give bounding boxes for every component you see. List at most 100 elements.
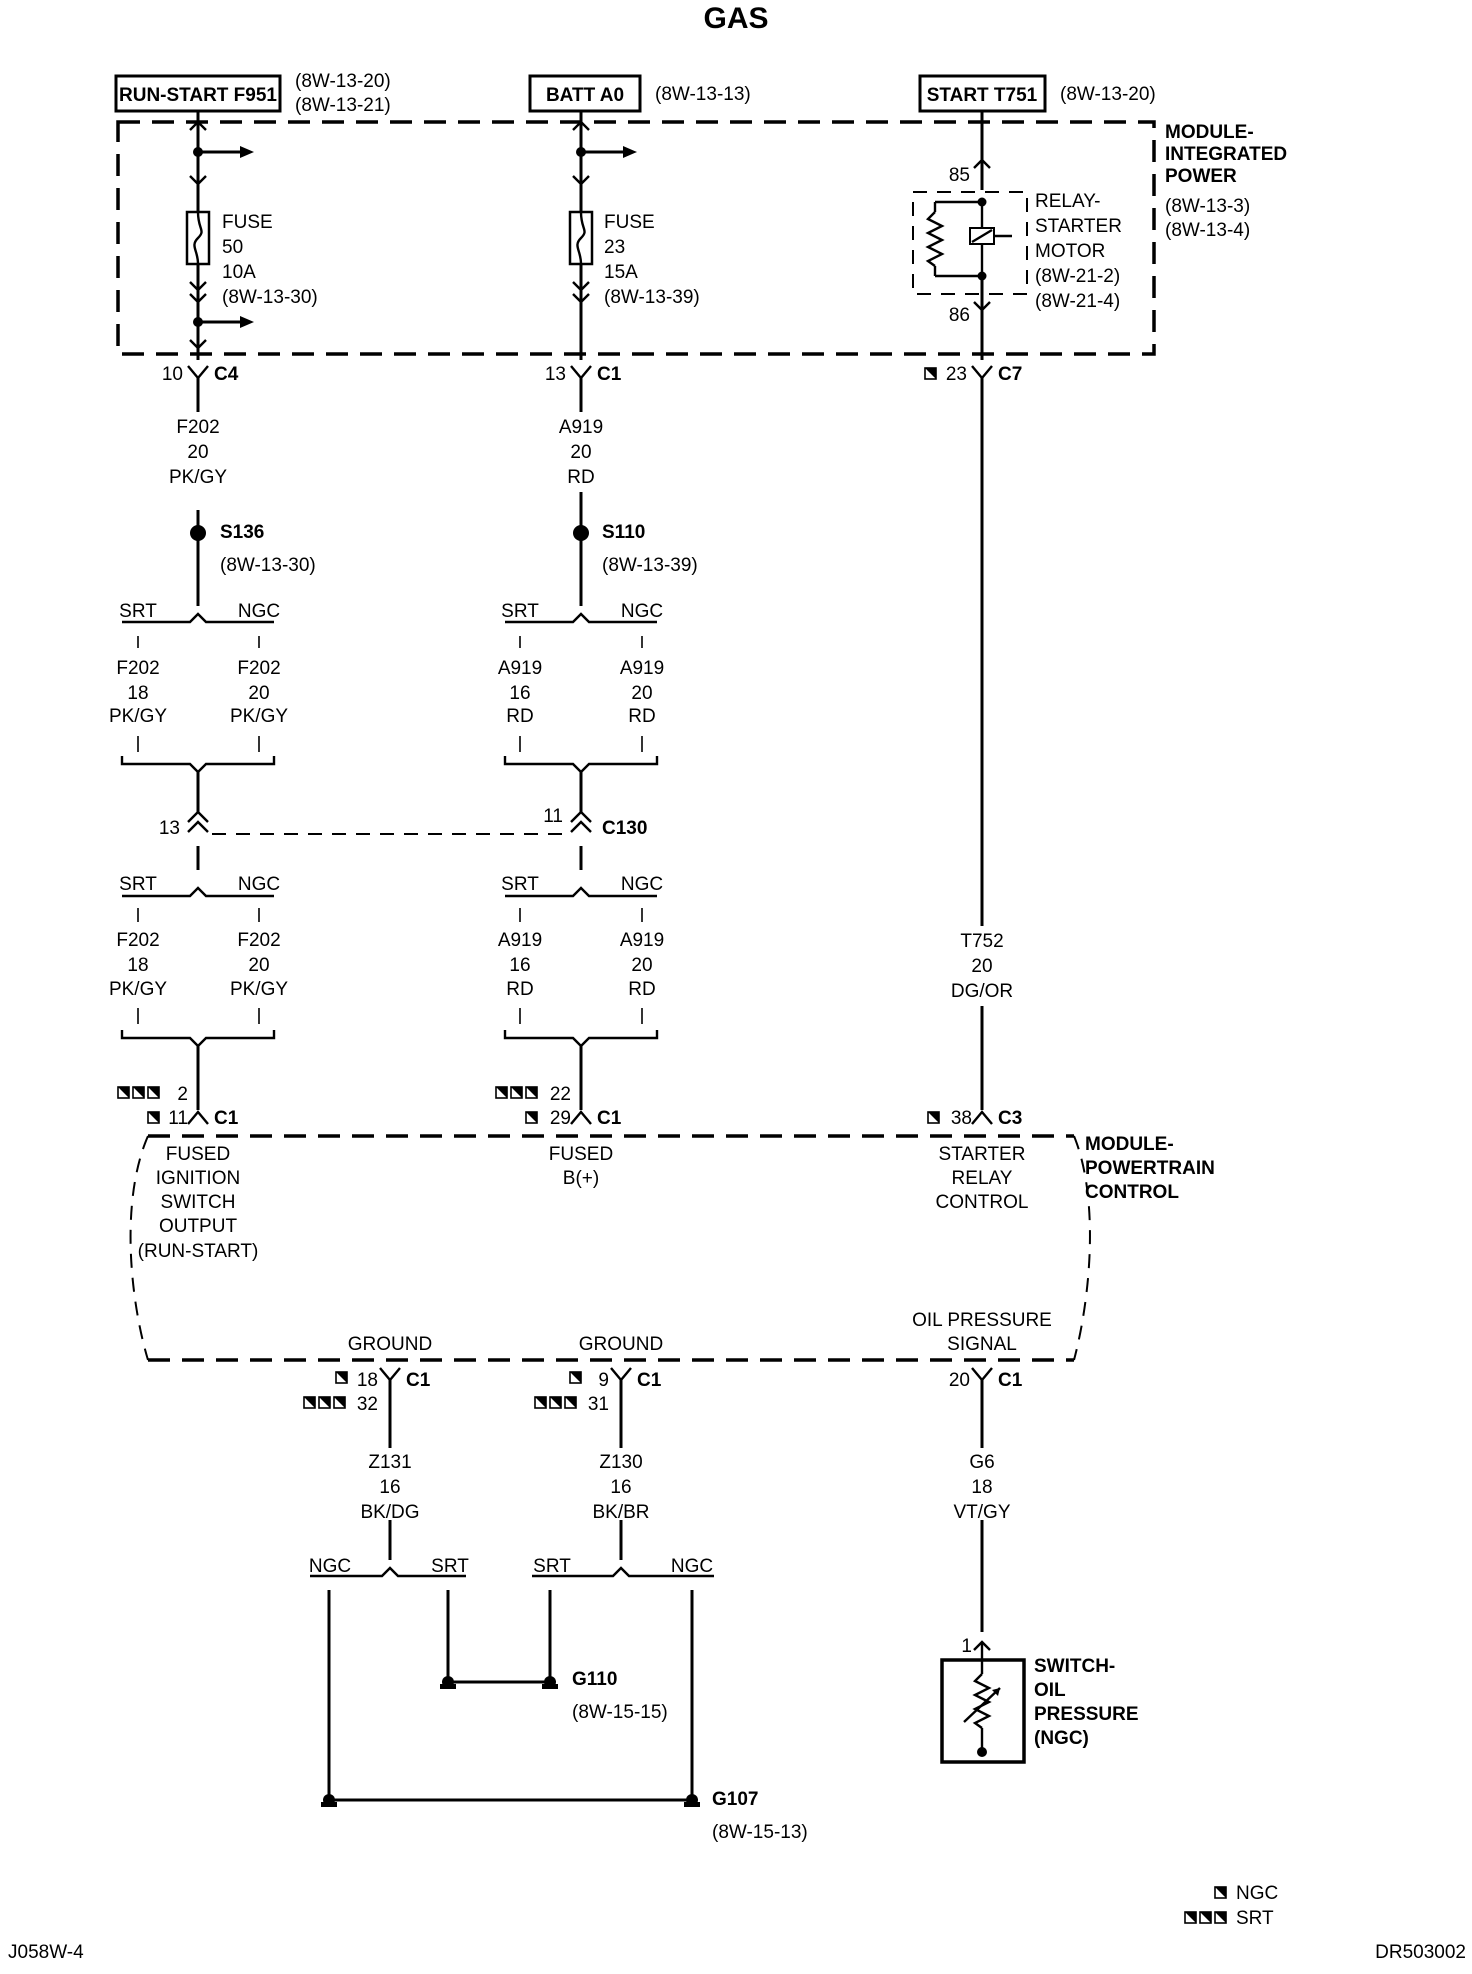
ground-g110: G110 (8W-15-15): [440, 1669, 668, 1723]
wire-label: 20: [187, 442, 208, 463]
svg-text:11: 11: [543, 806, 563, 827]
pcm-connector-1: 2 11 C1: [117, 1084, 239, 1129]
svg-text:10: 10: [162, 364, 183, 385]
svg-text:NGC: NGC: [621, 874, 663, 895]
svg-text:G6: G6: [969, 1452, 994, 1473]
pin-85: 85: [949, 165, 970, 186]
svg-text:RELAY: RELAY: [952, 1168, 1013, 1189]
svg-text:18: 18: [357, 1370, 378, 1391]
source-ref: (8W-13-20): [1060, 84, 1156, 105]
svg-text:CONTROL: CONTROL: [1085, 1182, 1179, 1203]
svg-text:NGC: NGC: [671, 1556, 713, 1577]
svg-text:(8W-13-39): (8W-13-39): [602, 555, 698, 576]
svg-text:A919: A919: [498, 658, 542, 679]
svg-text:(8W-21-4): (8W-21-4): [1035, 291, 1120, 312]
svg-text:15A: 15A: [604, 262, 638, 283]
oil-pressure-switch-label: SWITCH- OIL PRESSURE (NGC): [1034, 1656, 1139, 1749]
svg-text:32: 32: [357, 1394, 378, 1415]
wire-z131: Z131 16 BK/DG NGC SRT: [309, 1380, 469, 1800]
svg-text:MODULE-: MODULE-: [1165, 122, 1254, 143]
svg-text:(8W-13-30): (8W-13-30): [220, 555, 316, 576]
fuse-23-circuit: [568, 111, 637, 360]
svg-text:RD: RD: [628, 979, 655, 1000]
svg-text:18: 18: [971, 1477, 992, 1498]
svg-text:DG/OR: DG/OR: [951, 981, 1013, 1002]
source-ref: (8W-13-13): [655, 84, 751, 105]
svg-text:C1: C1: [637, 1370, 662, 1391]
pcm-output-starter-relay: STARTER RELAY CONTROL: [936, 1144, 1029, 1213]
svg-text:SIGNAL: SIGNAL: [947, 1334, 1017, 1355]
svg-text:BK/BR: BK/BR: [592, 1502, 649, 1523]
wire-label: F202: [176, 417, 219, 438]
pcm-connector-2: 22 29 C1: [495, 1084, 622, 1129]
svg-text:PK/GY: PK/GY: [109, 706, 167, 727]
legend: NGC SRT: [1184, 1883, 1278, 1929]
svg-text:C1: C1: [597, 364, 622, 385]
svg-text:50: 50: [222, 237, 243, 258]
footer-right: DR503002: [1375, 1942, 1466, 1963]
pcm-oil-pressure-label: OIL PRESSURE SIGNAL: [912, 1310, 1052, 1355]
source-ref: (8W-13-20): [295, 71, 391, 92]
source-start-t751: START T751 (8W-13-20): [918, 74, 1156, 113]
wire-z130: Z130 16 BK/BR SRT NGC: [532, 1380, 714, 1800]
svg-text:C7: C7: [998, 364, 1022, 385]
svg-text:G107: G107: [712, 1789, 758, 1810]
pcm-ground-label: GROUND: [348, 1334, 432, 1355]
wire-label: PK/GY: [169, 467, 227, 488]
svg-text:POWERTRAIN: POWERTRAIN: [1085, 1158, 1215, 1179]
svg-text:NGC: NGC: [238, 601, 280, 622]
svg-text:SRT: SRT: [119, 601, 157, 622]
svg-text:20: 20: [949, 1370, 970, 1391]
svg-text:NGC: NGC: [238, 874, 280, 895]
svg-text:C1: C1: [214, 1108, 239, 1129]
svg-text:PK/GY: PK/GY: [230, 706, 288, 727]
svg-text:F202: F202: [237, 658, 280, 679]
svg-text:VT/GY: VT/GY: [953, 1502, 1010, 1523]
legend-srt: SRT: [1236, 1908, 1274, 1929]
source-label: RUN-START F951: [119, 85, 277, 106]
svg-text:(8W-21-2): (8W-21-2): [1035, 266, 1120, 287]
svg-text:NGC: NGC: [309, 1556, 351, 1577]
svg-text:18: 18: [127, 955, 148, 976]
svg-text:(8W-13-3): (8W-13-3): [1165, 196, 1250, 217]
svg-text:RD: RD: [506, 979, 533, 1000]
svg-text:16: 16: [509, 955, 530, 976]
svg-text:NGC: NGC: [621, 601, 663, 622]
svg-text:C1: C1: [406, 1370, 431, 1391]
svg-text:SRT: SRT: [501, 874, 539, 895]
pcm-bottom-connector-3: 20 C1: [949, 1367, 1023, 1391]
source-batt-a0: BATT A0 (8W-13-13): [528, 74, 751, 113]
svg-text:20: 20: [971, 956, 992, 977]
diagram-title: GAS: [703, 2, 768, 35]
source-label: START T751: [927, 85, 1038, 106]
svg-text:C4: C4: [214, 364, 239, 385]
svg-text:10A: 10A: [222, 262, 256, 283]
svg-text:SRT: SRT: [533, 1556, 571, 1577]
svg-text:RD: RD: [628, 706, 655, 727]
pcm-input-fused-ignition: FUSED IGNITION SWITCH OUTPUT (RUN-START): [138, 1144, 259, 1262]
svg-text:PK/GY: PK/GY: [109, 979, 167, 1000]
svg-text:F202: F202: [116, 658, 159, 679]
svg-text:Z130: Z130: [599, 1452, 642, 1473]
svg-text:C1: C1: [597, 1108, 622, 1129]
pcm-bottom-connector-1: 18 32 C1: [303, 1367, 431, 1415]
svg-text:PRESSURE: PRESSURE: [1034, 1704, 1139, 1725]
svg-text:20: 20: [248, 683, 269, 704]
svg-text:C3: C3: [998, 1108, 1022, 1129]
svg-text:1: 1: [961, 1636, 972, 1657]
svg-text:A919: A919: [559, 417, 603, 438]
svg-text:STARTER: STARTER: [1035, 216, 1122, 237]
svg-text:F202: F202: [237, 930, 280, 951]
ipm-label: MODULE- INTEGRATED POWER (8W-13-3) (8W-1…: [1165, 122, 1287, 241]
svg-text:13: 13: [545, 364, 566, 385]
svg-text:(8W-13-39): (8W-13-39): [604, 287, 700, 308]
connector-c7: 23 C7: [924, 364, 1022, 385]
svg-text:(8W-13-4): (8W-13-4): [1165, 220, 1250, 241]
svg-text:OIL: OIL: [1034, 1680, 1066, 1701]
svg-text:SRT: SRT: [119, 874, 157, 895]
svg-text:22: 22: [550, 1084, 571, 1105]
ipm-boundary: [116, 120, 1156, 356]
source-label: BATT A0: [546, 85, 624, 106]
svg-text:RD: RD: [567, 467, 594, 488]
